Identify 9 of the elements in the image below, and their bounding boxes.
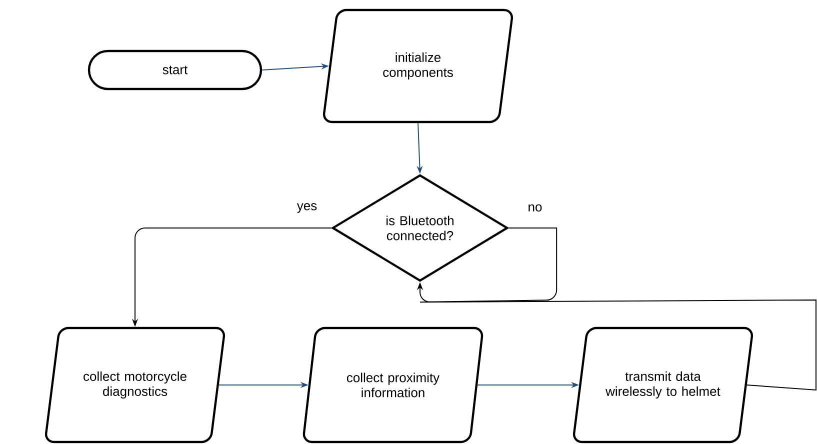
arrow [416,228,558,302]
process-parallelogram: transmit data wirelessly to helmet [572,326,754,444]
process-parallelogram: collect proximity information [302,326,484,444]
process-parallelogram: collect motorcycle diagnostics [44,326,226,444]
edge-label: no [526,203,544,213]
connector-line [420,299,816,391]
edge-label: yes [296,202,318,214]
start-terminal: start [88,50,262,90]
process-parallelogram: initialize components [322,8,514,124]
